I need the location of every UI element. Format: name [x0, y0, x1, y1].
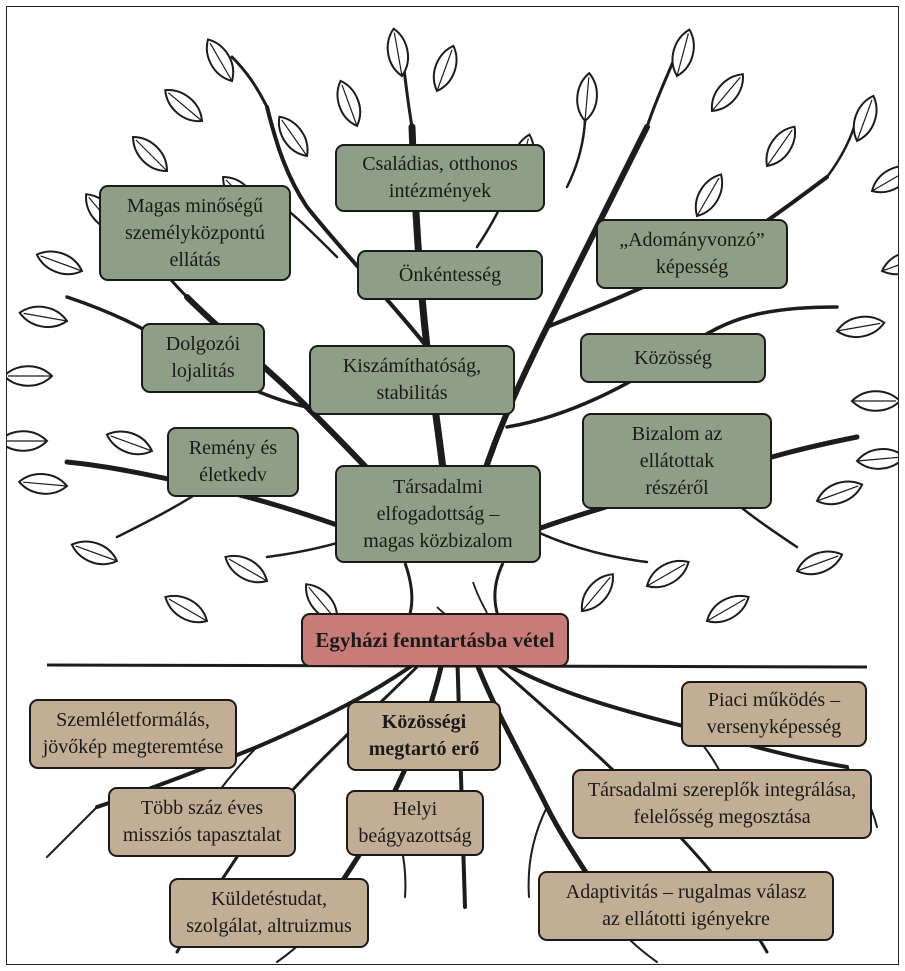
tree-leaves	[7, 27, 898, 624]
root-box-adaptivity: Adaptivitás – rugalmas válasz az ellátot…	[538, 871, 834, 941]
canopy-box-trust-of-residents: Bizalom az ellátottak részéről	[582, 413, 772, 509]
root-box-local-embeddedness: Helyi beágyazottság	[346, 790, 484, 856]
root-box-community-retention: Közösségi megtartó erő	[347, 701, 501, 771]
root-box-stakeholder-integration: Társadalmi szereplők integrálása, felelő…	[572, 769, 872, 839]
root-box-market-operation: Piaci működés – versenyképesség	[681, 681, 867, 747]
canopy-box-predictability: Kiszámíthatóság, stabilitás	[309, 345, 515, 415]
center-box-church-takeover: Egyházi fenntartásba vétel	[301, 613, 569, 667]
canopy-box-family-like-institutions: Családias, otthonos intézmények	[335, 144, 545, 212]
canopy-box-high-quality-care: Magas minőségű személyközpontú ellátás	[99, 185, 291, 281]
canopy-box-donation-attracting: „Adományvonzó” képesség	[596, 219, 788, 289]
canopy-box-employee-loyalty: Dolgozói lojalitás	[141, 323, 265, 393]
canopy-box-volunteering: Önkéntesség	[357, 250, 543, 300]
canopy-box-hope: Remény és életkedv	[167, 427, 299, 497]
root-box-missionary-experience: Több száz éves missziós tapasztalat	[108, 787, 296, 857]
canopy-box-community: Közösség	[580, 333, 766, 383]
canopy-box-social-acceptance: Társadalmi elfogadottság – magas közbiza…	[335, 465, 541, 563]
root-box-sense-of-mission: Küldetéstudat, szolgálat, altruizmus	[169, 878, 369, 948]
diagram-frame: Családias, otthonos intézmények Magas mi…	[6, 6, 899, 965]
root-box-mindset-shaping: Szemléletformálás, jövőkép megteremtése	[29, 699, 237, 769]
